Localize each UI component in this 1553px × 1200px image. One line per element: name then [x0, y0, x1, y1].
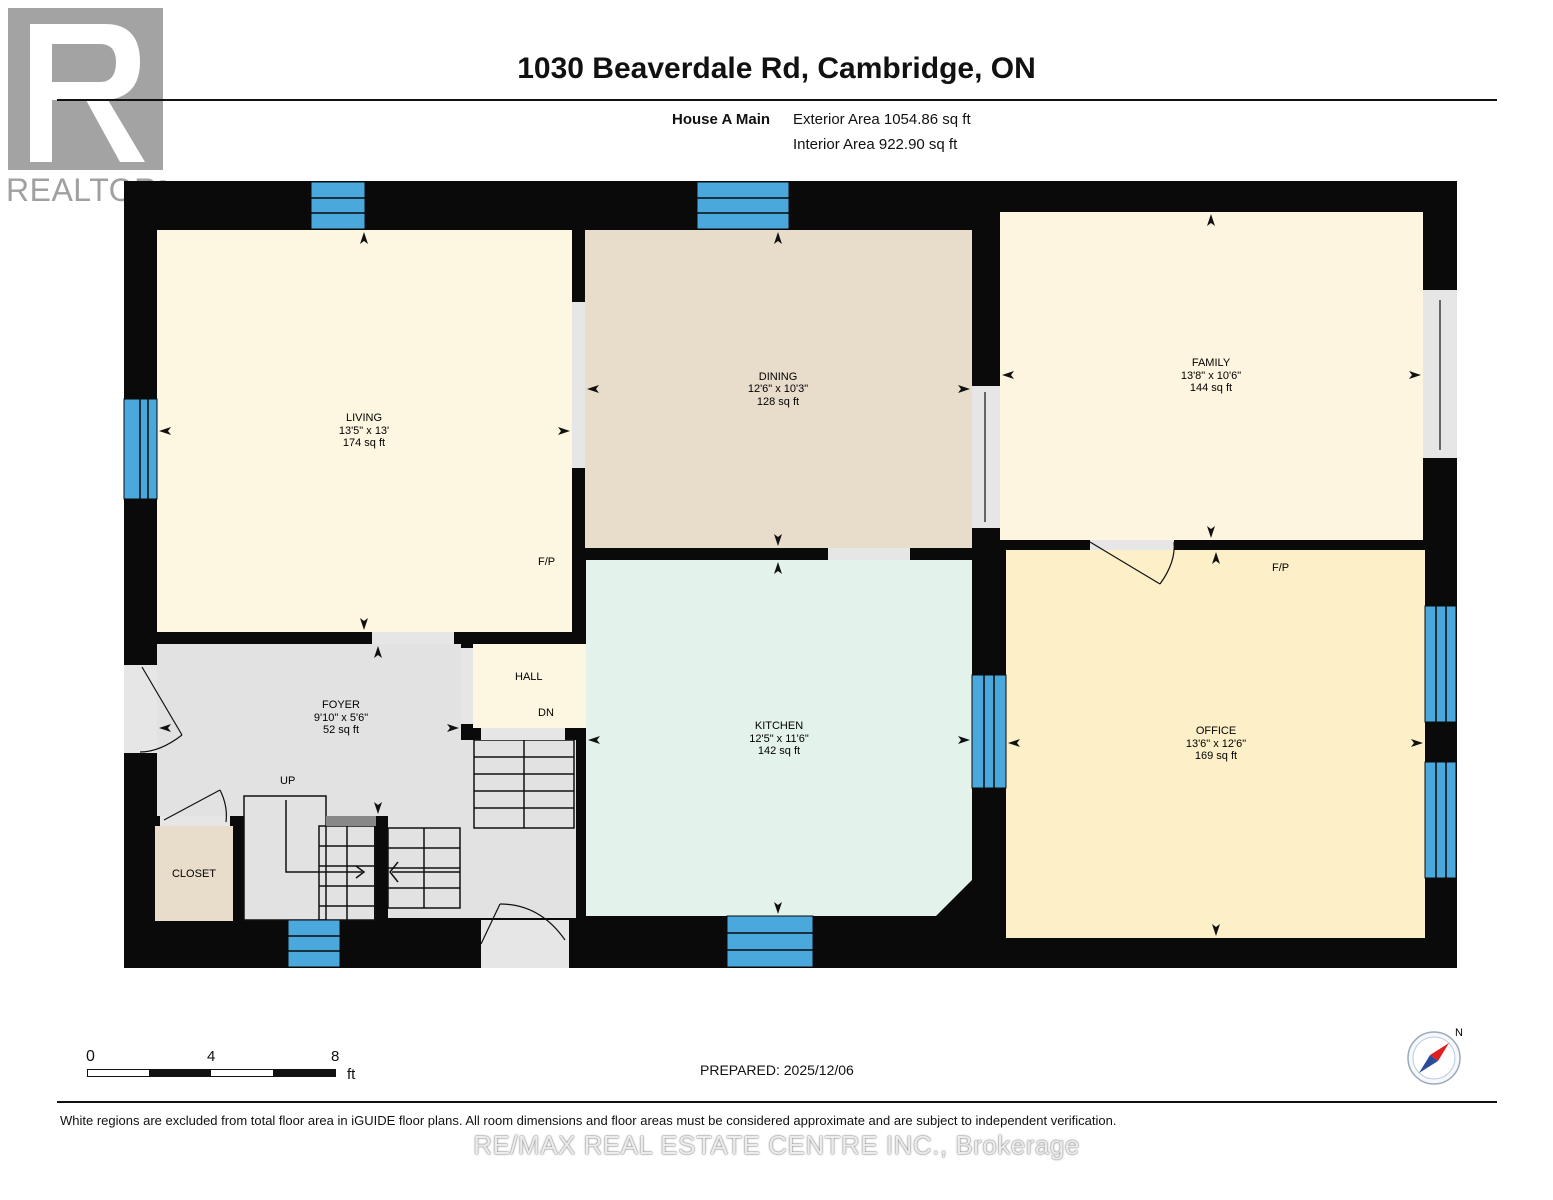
- fireplace-label-office: F/P: [1272, 562, 1289, 574]
- interior-area: Interior Area 922.90 sq ft: [793, 136, 958, 153]
- room-living: [157, 230, 572, 632]
- disclaimer: White regions are excluded from total fl…: [60, 1113, 1117, 1128]
- scale-bar: [87, 1069, 336, 1077]
- window-mullions: [139, 197, 1447, 952]
- dimension-arrows: [159, 214, 1423, 936]
- dining-area: 128 sq ft: [757, 396, 799, 408]
- stair-landing-bar: [326, 816, 376, 826]
- scale-label-4: 4: [207, 1048, 216, 1065]
- compass-icon: N: [1407, 1027, 1463, 1085]
- footer-rule: [57, 1101, 1497, 1103]
- room-hall: [473, 644, 586, 728]
- door-swings: [139, 300, 1441, 945]
- kitchen-dim: 12'5" x 11'6": [749, 733, 809, 745]
- office-name: OFFICE: [1196, 725, 1236, 737]
- foyer-name: FOYER: [322, 699, 360, 711]
- stairs-down-label: DN: [538, 707, 554, 719]
- stairs-up-label: UP: [280, 775, 295, 787]
- exterior-area: Exterior Area 1054.86 sq ft: [793, 111, 971, 128]
- kitchen-name: KITCHEN: [755, 720, 803, 732]
- compass-n-label: N: [1455, 1027, 1463, 1039]
- family-area: 144 sq ft: [1190, 382, 1232, 394]
- kitchen-area: 142 sq ft: [758, 745, 800, 757]
- family-name: FAMILY: [1192, 357, 1231, 369]
- hall-name: HALL: [515, 671, 543, 683]
- room-kitchen: [586, 560, 972, 916]
- stairs-up-area: [244, 796, 374, 920]
- dining-dim: 12'6" x 10'3": [748, 383, 808, 395]
- room-dining: [585, 230, 972, 548]
- scale-label-0: 0: [86, 1048, 95, 1065]
- living-area: 174 sq ft: [343, 437, 385, 449]
- living-name: LIVING: [346, 412, 382, 424]
- page-title: 1030 Beaverdale Rd, Cambridge, ON: [517, 52, 1036, 85]
- office-area: 169 sq ft: [1195, 750, 1237, 762]
- scale-label-8: 8: [331, 1048, 340, 1065]
- closet-name: CLOSET: [172, 868, 216, 880]
- fireplace-label-living: F/P: [538, 556, 555, 568]
- foyer-dim: 9'10" x 5'6": [314, 712, 368, 724]
- brokerage-watermark: RE/MAX REAL ESTATE CENTRE INC., Brokerag…: [473, 1130, 1080, 1160]
- dining-name: DINING: [759, 371, 798, 383]
- building-label: House A Main: [672, 111, 771, 128]
- family-dim: 13'8" x 10'6": [1181, 370, 1241, 382]
- realtor-r-icon: [8, 8, 163, 170]
- office-dim: 13'6" x 12'6": [1186, 738, 1246, 750]
- header-rule: [57, 99, 1497, 101]
- scale-unit: ft: [347, 1066, 356, 1083]
- room-family: [1000, 212, 1423, 540]
- prepared-date: PREPARED: 2025/12/06: [700, 1062, 854, 1078]
- room-closet: [155, 826, 233, 921]
- realtor-logo: [0, 0, 185, 220]
- foyer-area: 52 sq ft: [323, 724, 359, 736]
- stairs-down-area: [388, 740, 576, 918]
- living-dim: 13'5" x 13': [339, 425, 389, 437]
- room-office: [1006, 550, 1425, 938]
